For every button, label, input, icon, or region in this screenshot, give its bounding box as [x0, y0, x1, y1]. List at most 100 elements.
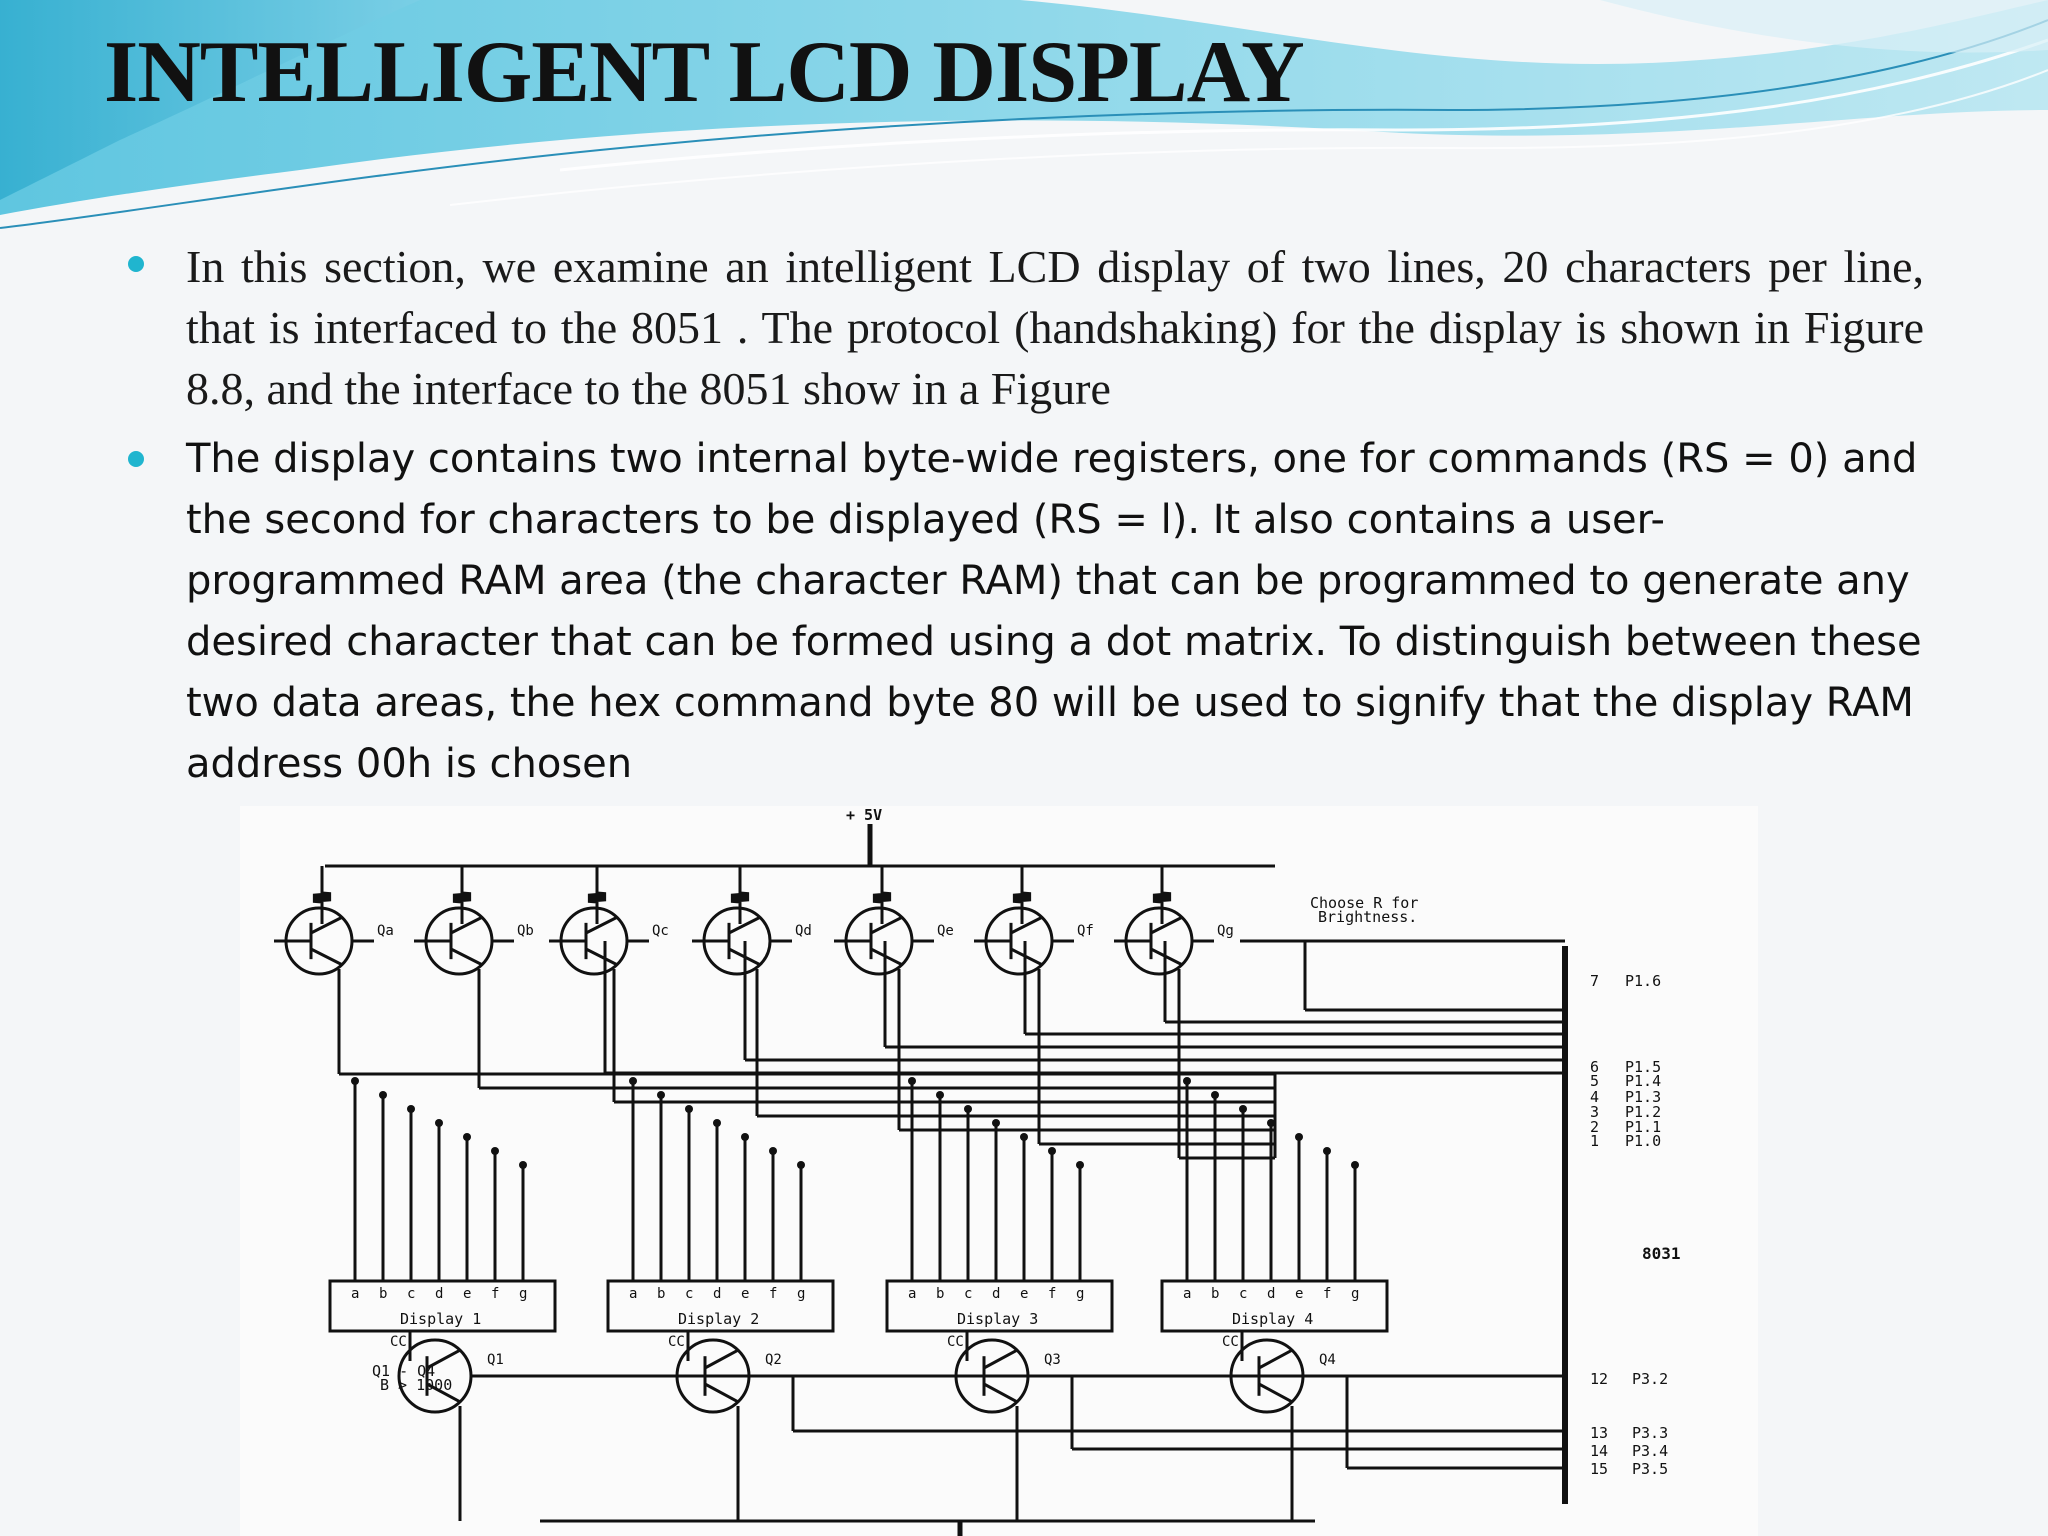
digit-transistor-label: Q3 — [1044, 1352, 1061, 1368]
transistor-emitter — [426, 1382, 461, 1404]
common-cathode-label: CC — [947, 1334, 964, 1350]
segment-transistor-label: Qb — [517, 923, 534, 939]
digit-transistor-label: Q1 — [487, 1352, 504, 1368]
port-pin-name: P1.5 — [1625, 1058, 1661, 1076]
segment-pin-label: f — [769, 1286, 777, 1302]
port-pin-name: P3.4 — [1632, 1442, 1668, 1460]
segment-transistor-label: Qd — [795, 923, 812, 939]
transistor-emitter — [1150, 947, 1183, 967]
display-label: Display 1 — [400, 1310, 481, 1328]
segment-pin-label: e — [1295, 1286, 1303, 1302]
resistor-symbol — [587, 881, 607, 914]
port-pin-name: P3.2 — [1632, 1370, 1668, 1388]
segment-pin-label: a — [1183, 1286, 1191, 1302]
segment-pin-label: f — [491, 1286, 499, 1302]
transistor-collector — [1150, 915, 1183, 935]
segment-pin-label: b — [379, 1286, 387, 1302]
common-cathode-label: CC — [668, 1334, 685, 1350]
port-pin-number: 12 — [1590, 1370, 1608, 1388]
port-pin-number: 2 — [1590, 1118, 1599, 1136]
junction-dot — [351, 1077, 359, 1085]
transistor-emitter — [585, 947, 618, 967]
port-pin-name: P1.3 — [1625, 1088, 1661, 1106]
junction-dot — [964, 1105, 972, 1113]
header-wave-dark — [0, 0, 420, 200]
display-label: Display 3 — [957, 1310, 1038, 1328]
brightness-note: Brightness. — [1318, 908, 1417, 926]
segment-pin-label: g — [1076, 1286, 1084, 1302]
junction-dot — [1295, 1133, 1303, 1141]
junction-dot — [379, 1091, 387, 1099]
bullet-list: In this section, we examine an intellige… — [124, 236, 1924, 795]
segment-pin-label: d — [1267, 1286, 1275, 1302]
display-label: Display 4 — [1232, 1310, 1313, 1328]
segment-pin-label: d — [435, 1286, 443, 1302]
transistor-collector — [983, 1348, 1018, 1370]
bullet-text: The display contains two internal byte-w… — [186, 436, 1922, 787]
bullet-item: The display contains two internal byte-w… — [124, 429, 1924, 795]
junction-dot — [657, 1091, 665, 1099]
segment-pin-label: b — [657, 1286, 665, 1302]
transistor-emitter — [983, 1382, 1018, 1404]
segment-pin-label: c — [685, 1286, 693, 1302]
port-pin-number: 5 — [1590, 1072, 1599, 1090]
bullet-icon — [128, 451, 144, 467]
seven-segment-display — [885, 1279, 1114, 1333]
segment-transistor-label: Qe — [937, 923, 954, 939]
slide-title: INTELLIGENT LCD DISPLAY — [104, 24, 1305, 121]
resistor-symbol — [1012, 881, 1032, 914]
port-pin-name: P1.0 — [1625, 1132, 1661, 1150]
port-pin-name: P3.3 — [1632, 1424, 1668, 1442]
junction-dot — [769, 1147, 777, 1155]
transistor-collector — [870, 915, 903, 935]
bullet-text: In this section, we examine an intellige… — [186, 241, 1924, 414]
resistor-symbol — [1152, 881, 1172, 914]
segment-pin-label: c — [407, 1286, 415, 1302]
segment-transistor-label: Qg — [1217, 923, 1234, 939]
port-pin-number: 1 — [1590, 1132, 1599, 1150]
header-wave — [0, 0, 2048, 215]
digit-transistor-note: B > 1000 — [380, 1376, 452, 1394]
port-pin-name: P1.1 — [1625, 1118, 1661, 1136]
common-cathode-label: CC — [390, 1334, 407, 1350]
segment-pin-label: g — [1351, 1286, 1359, 1302]
segment-pin-label: a — [629, 1286, 637, 1302]
transistor-collector — [310, 915, 343, 935]
junction-dot — [685, 1105, 693, 1113]
transistor-emitter — [704, 1382, 739, 1404]
segment-transistor-label: Qa — [377, 923, 394, 939]
transistor-emitter — [310, 947, 343, 967]
resistor-symbol — [452, 881, 472, 914]
transistor-collector — [450, 915, 483, 935]
junction-dot — [1183, 1077, 1191, 1085]
port-pin-number: 15 — [1590, 1460, 1608, 1478]
port-pin-number: 14 — [1590, 1442, 1608, 1460]
segment-pin-label: g — [519, 1286, 527, 1302]
junction-dot — [463, 1133, 471, 1141]
transistor-collector — [704, 1348, 739, 1370]
junction-dot — [1351, 1161, 1359, 1169]
transistor-collector — [585, 915, 618, 935]
junction-dot — [407, 1105, 415, 1113]
transistor-emitter — [1010, 947, 1043, 967]
junction-dot — [1211, 1091, 1219, 1099]
seven-segment-display — [606, 1279, 835, 1333]
junction-dot — [992, 1119, 1000, 1127]
port-pin-name: P1.2 — [1625, 1103, 1661, 1121]
transistor-collector — [728, 915, 761, 935]
segment-pin-label: f — [1048, 1286, 1056, 1302]
transistor-emitter — [1258, 1382, 1293, 1404]
segment-pin-label: g — [797, 1286, 805, 1302]
junction-dot — [713, 1119, 721, 1127]
junction-dot — [1267, 1119, 1275, 1127]
junction-dot — [435, 1119, 443, 1127]
segment-pin-label: f — [1323, 1286, 1331, 1302]
resistor-symbol — [730, 881, 750, 914]
digit-transistor-label: Q2 — [765, 1352, 782, 1368]
port-pin-number: 7 — [1590, 972, 1599, 990]
segment-pin-label: e — [463, 1286, 471, 1302]
seven-segment-display — [328, 1279, 557, 1333]
transistor-emitter — [450, 947, 483, 967]
